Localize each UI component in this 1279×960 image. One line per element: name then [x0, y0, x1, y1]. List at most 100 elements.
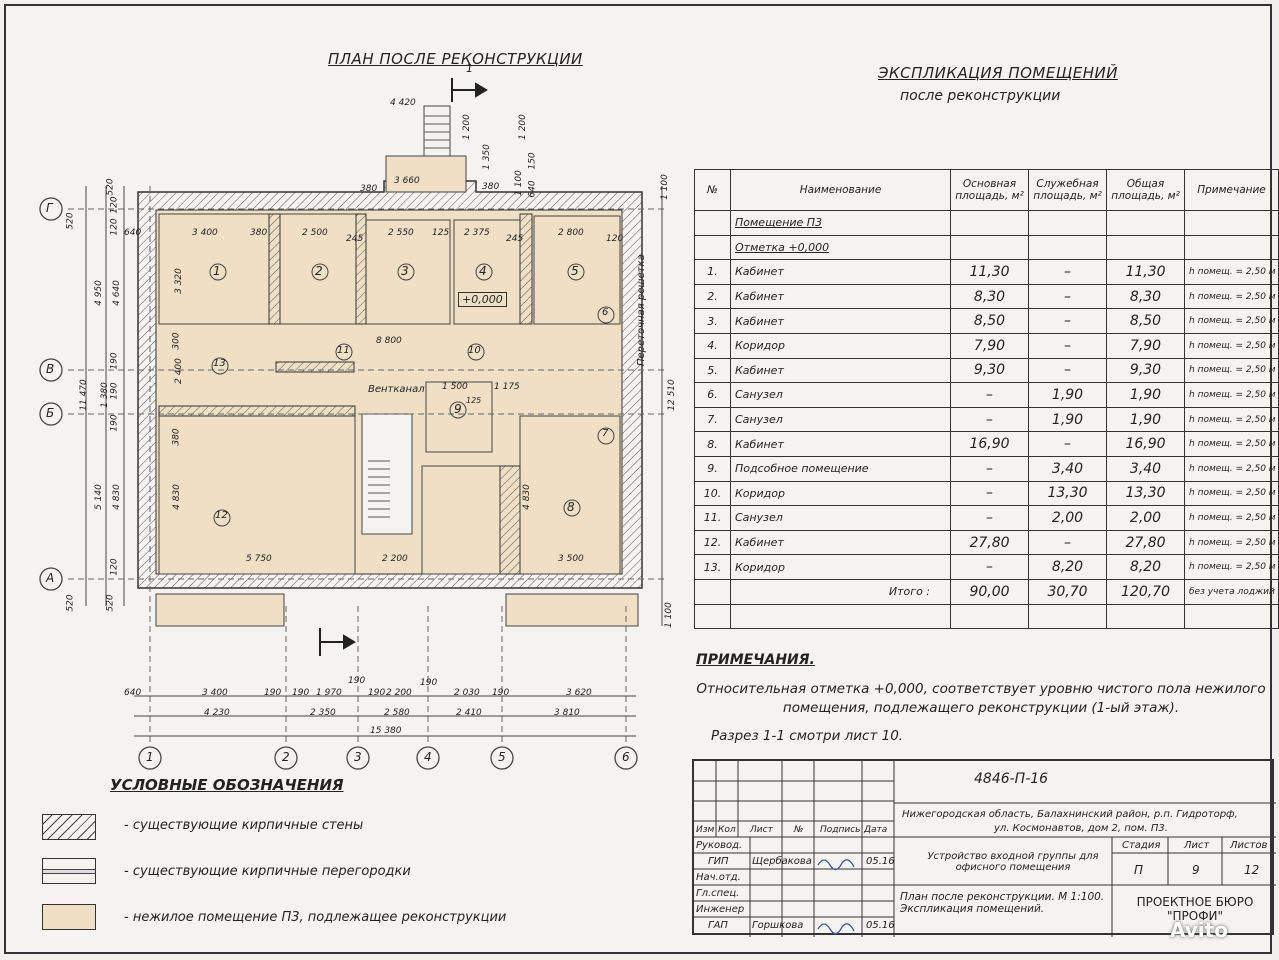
room-name: Коридор [730, 332, 951, 359]
dimension: 1 200 [517, 114, 528, 140]
dimension: 380 [250, 228, 268, 238]
sheet-value: 9 [1192, 863, 1200, 877]
room-note: h помещ. = 2,50 м [1184, 308, 1279, 334]
dimension: 380 [171, 428, 182, 446]
dimension: 4 830 [111, 484, 122, 510]
dimension: 120 [606, 234, 624, 244]
gip-date: 05.16 [866, 856, 895, 867]
dimension: 2 350 [310, 708, 336, 718]
dimension: 520 [105, 178, 116, 196]
room-note: h помещ. = 2,50 м [1184, 505, 1279, 531]
dimension: 2 410 [456, 708, 482, 718]
dimension: 300 [171, 332, 182, 350]
drawing-name: План после реконструкции. М 1:100. Экспл… [900, 891, 1105, 915]
floor-plan [39, 78, 666, 770]
dimension: 1 175 [494, 382, 520, 392]
dimension: 190 [109, 352, 120, 370]
dimension: 1 100 [513, 170, 524, 196]
dimension: 1 970 [316, 688, 342, 698]
dimension: 2 580 [384, 708, 410, 718]
sheet-label: Лист [1184, 840, 1210, 851]
row-number: 11. [694, 505, 731, 531]
room-number: 12 [215, 510, 228, 521]
row-number: 3. [694, 308, 731, 334]
main-area: – [950, 554, 1029, 580]
dimension: 1 500 [442, 382, 468, 392]
role-label: ГАП [708, 920, 728, 931]
dimension: 520 [65, 212, 76, 230]
vent-label: Вентканал [368, 384, 425, 395]
dimension: 2 200 [382, 554, 408, 564]
main-area: 8,30 [950, 283, 1029, 310]
service-area: – [1028, 259, 1107, 285]
room-name: Кабинет [730, 283, 951, 310]
address-line-2: ул. Космонавтов, дом 2, пом. П3. [994, 823, 1168, 834]
main-area: – [950, 505, 1029, 531]
room-number: 11 [337, 345, 350, 356]
room-8 [519, 415, 621, 575]
dimension: 2 030 [454, 688, 480, 698]
room-number: 7 [602, 428, 609, 439]
sheets-value: 12 [1244, 863, 1260, 877]
explication-subtitle: после реконструкции [900, 88, 1061, 104]
total-note: без учета лоджий [1184, 578, 1279, 605]
row-number: 5. [694, 357, 731, 384]
header-cell: Служебная площадь, м² [1028, 169, 1107, 211]
role-label: Гл.спец. [696, 888, 740, 899]
axis-number: 1 [146, 750, 154, 764]
dimension: 1 100 [659, 174, 670, 200]
header-cell: Наименование [730, 169, 951, 211]
room-number: 4 [479, 264, 487, 278]
room-3 [365, 219, 451, 325]
room-note: h помещ. = 2,50 м [1184, 332, 1279, 359]
service-area: – [1028, 283, 1107, 310]
room-number: 13 [213, 358, 226, 369]
address-line-1: Нижегородская область, Балахнинский райо… [902, 809, 1238, 820]
room-9 [425, 381, 493, 453]
dimension: 120 [109, 218, 120, 236]
dimension: 380 [482, 182, 500, 192]
total-area: 8,50 [1106, 308, 1185, 334]
dimension: 190 [264, 688, 282, 698]
room-note: h помещ. = 2,50 м [1184, 357, 1279, 384]
legend-label: - существующие кирпичные перегородки [124, 864, 411, 879]
notes-heading: ПРИМЕЧАНИЯ. [696, 652, 815, 668]
room-name: Санузел [730, 382, 951, 408]
room-12 [158, 415, 356, 575]
dimension: 190 [492, 688, 510, 698]
dimension: 3 660 [394, 176, 420, 186]
legend-wall-swatch [42, 814, 96, 840]
explication-title: ЭКСПЛИКАЦИЯ ПОМЕЩЕНИЙ [878, 64, 1118, 82]
total-area: 8,30 [1106, 283, 1185, 310]
room-name: Кабинет [730, 308, 951, 334]
row-number: 1. [694, 259, 731, 285]
col-label: Дата [864, 825, 888, 835]
dimension: 3 400 [192, 228, 218, 238]
dimension: 2 200 [386, 688, 412, 698]
room-note: h помещ. = 2,50 м [1184, 529, 1279, 556]
dimension: 2 375 [464, 228, 490, 238]
dimension: 4 950 [93, 280, 104, 306]
axis-number: 2 [282, 750, 290, 764]
legend-label: - существующие кирпичные стены [124, 818, 364, 833]
room-number: 5 [571, 264, 579, 278]
room-name: Коридор [730, 480, 951, 507]
company-name: ПРОЕКТНОЕ БЮРО "ПРОФИ" [1136, 895, 1254, 923]
room-name: Коридор [730, 554, 951, 580]
total-label: Итого : [730, 578, 951, 605]
dimension: 245 [506, 234, 524, 244]
col-label: Кол [718, 825, 736, 835]
title-block-grid [694, 761, 1276, 937]
row-number: 12. [694, 529, 731, 556]
project-name: Устройство входной группы для офисного п… [927, 851, 1099, 873]
room-number: 3 [401, 264, 409, 278]
sheets-label: Листов [1230, 840, 1268, 851]
total-main: 90,00 [950, 578, 1029, 605]
dimension: 4 420 [390, 98, 416, 108]
